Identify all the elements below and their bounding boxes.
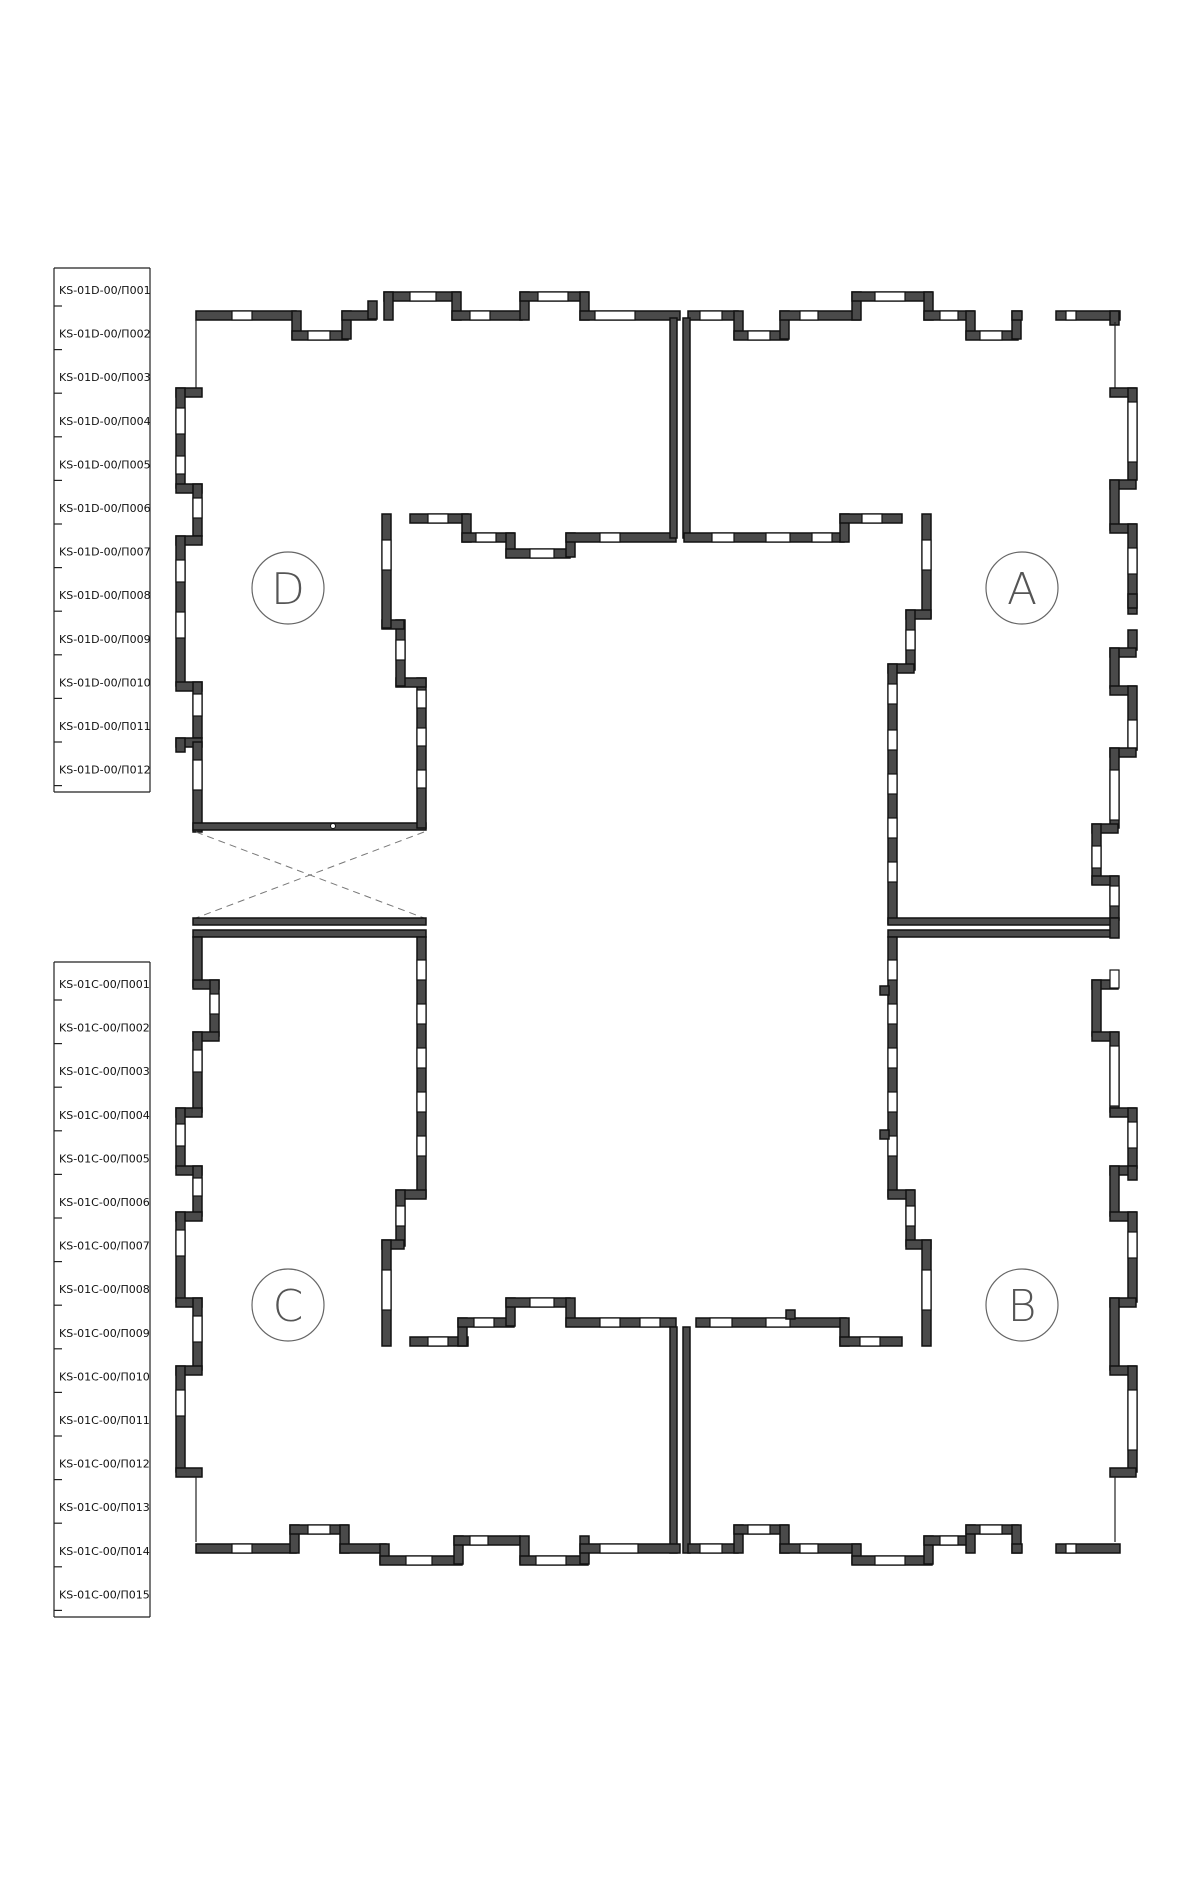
outer-wall-left-d: [175, 320, 203, 833]
outer-wall-right-a: [1091, 322, 1138, 921]
legend-item: KS-01D-00/П005: [59, 458, 151, 471]
legend-c: KS-01C-00/П001KS-01C-00/П002KS-01C-00/П0…: [54, 978, 150, 1612]
zone-marker-a: A: [985, 551, 1059, 625]
legend-item: KS-01C-00/П001: [59, 978, 150, 991]
wall-a-b-divider: [887, 917, 1120, 939]
legend-item: KS-01C-00/П012: [59, 1458, 150, 1471]
legend-d-box: [53, 267, 151, 793]
wall-d-bottom: [192, 822, 427, 831]
central-wall-top: [669, 317, 691, 539]
legend-item: KS-01D-00/П006: [59, 502, 151, 515]
legend-item: KS-01D-00/П012: [59, 764, 151, 777]
inner-wall-top-d: [409, 513, 677, 559]
legend-item: KS-01D-00/П010: [59, 676, 151, 689]
legend-item: KS-01C-00/П015: [59, 1588, 150, 1601]
inner-wall-c-right: [381, 936, 427, 1347]
central-wall-bottom: [669, 1326, 691, 1554]
legend-item: KS-01C-00/П007: [59, 1240, 150, 1253]
legend-item: KS-01C-00/П005: [59, 1152, 150, 1165]
dashed-connector: [195, 831, 425, 919]
legend-item: KS-01C-00/П010: [59, 1370, 150, 1383]
wall-c-top: [192, 917, 427, 938]
legend-item: KS-01D-00/П008: [59, 589, 151, 602]
legend-item: KS-01D-00/П003: [59, 371, 151, 384]
zone-label-c: C: [273, 1281, 304, 1332]
legend-item: KS-01C-00/П011: [59, 1414, 150, 1427]
legend-item: KS-01C-00/П004: [59, 1109, 150, 1122]
legend-item: KS-01C-00/П006: [59, 1196, 150, 1209]
outer-wall-right-b: [1091, 969, 1138, 1542]
outer-wall-bottom-c: [195, 1524, 681, 1566]
inner-wall-top-a: [683, 513, 903, 543]
outer-wall-top-a: [687, 291, 1121, 341]
legend-item: KS-01D-00/П001: [59, 284, 151, 297]
inner-wall-d-right: [381, 513, 427, 829]
zone-marker-c: C: [251, 1268, 325, 1342]
legend-item: KS-01D-00/П002: [59, 328, 151, 341]
outer-wall-bottom-b: [687, 1524, 1121, 1566]
inner-wall-b-left: [879, 936, 932, 1347]
zone-marker-d: D: [251, 551, 325, 625]
zone-marker-b: B: [985, 1268, 1059, 1342]
legend-item: KS-01D-00/П004: [59, 415, 151, 428]
zone-label-b: B: [1008, 1281, 1037, 1332]
legend-c-box: [53, 961, 151, 1618]
legend-item: KS-01C-00/П013: [59, 1501, 150, 1514]
legend-item: KS-01C-00/П009: [59, 1327, 150, 1340]
outer-wall-top-d: [195, 291, 681, 341]
legend-item: KS-01D-00/П007: [59, 546, 151, 559]
legend-item: KS-01C-00/П008: [59, 1283, 150, 1296]
outer-wall-left-c: [175, 936, 220, 1542]
inner-wall-a-left: [887, 513, 932, 925]
zone-label-d: D: [271, 564, 305, 615]
legend-item: KS-01C-00/П003: [59, 1065, 150, 1078]
legend-item: KS-01D-00/П009: [59, 633, 151, 646]
inner-wall-bottom: [409, 1297, 903, 1347]
legend-item: KS-01C-00/П002: [59, 1022, 150, 1035]
legend-d: KS-01D-00/П001KS-01D-00/П002KS-01D-00/П0…: [54, 284, 151, 787]
legend-item: KS-01C-00/П014: [59, 1545, 150, 1558]
legend-item: KS-01D-00/П011: [59, 720, 151, 733]
zone-label-a: A: [1007, 564, 1037, 615]
